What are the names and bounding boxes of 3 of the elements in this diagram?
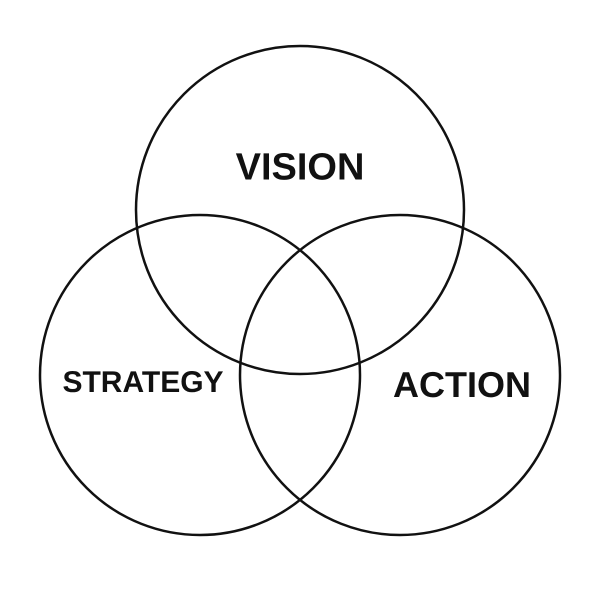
circle-label: STRATEGY	[62, 366, 224, 400]
circle-label: ACTION	[393, 364, 531, 406]
circle-label: VISION	[236, 146, 364, 190]
